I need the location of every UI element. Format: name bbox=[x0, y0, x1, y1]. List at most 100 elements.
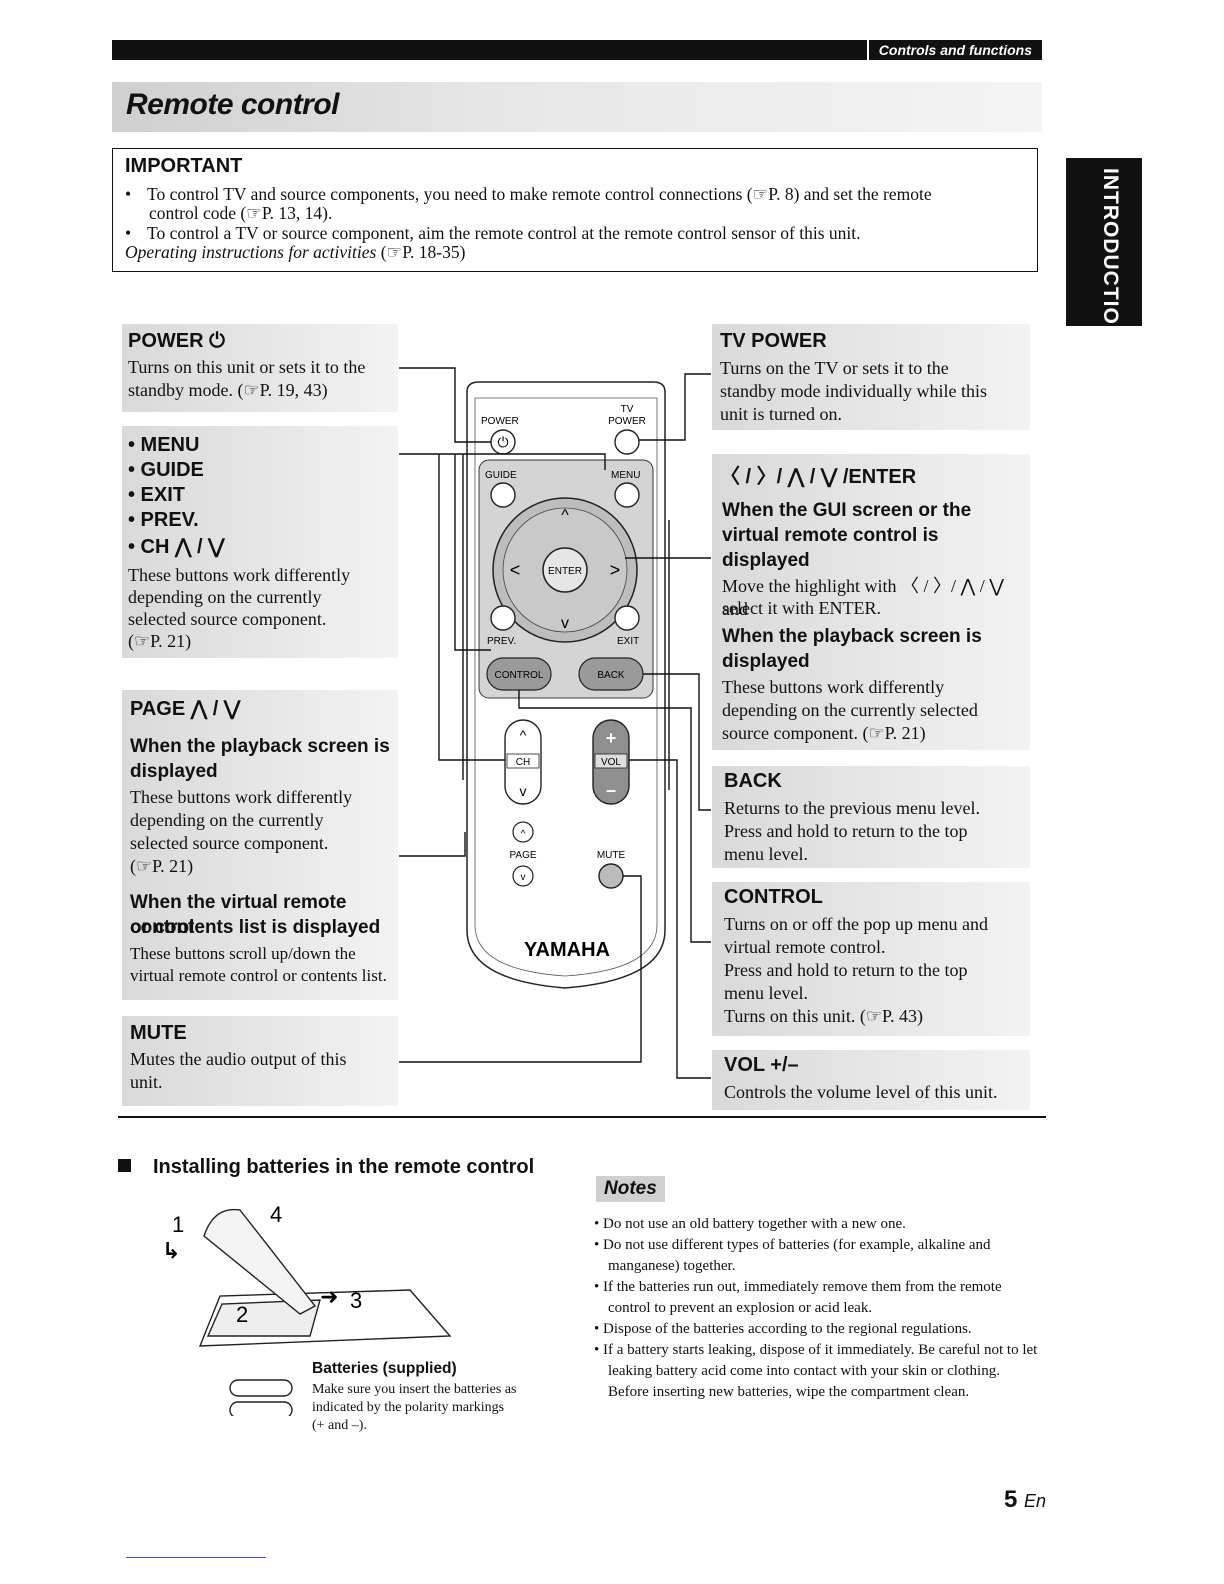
callout-text: virtual remote control or contents list. bbox=[130, 966, 387, 985]
batteries-desc: Make sure you insert the batteries as in… bbox=[312, 1381, 552, 1435]
callout-menu: • MENU • GUIDE • EXIT • PREV. • CH ⋀ / ⋁… bbox=[122, 426, 398, 658]
callout-text: source component. (☞P. 21) bbox=[722, 723, 926, 743]
important-item: •To control a TV or source component, ai… bbox=[125, 223, 861, 243]
callout-text: menu level. bbox=[724, 844, 808, 864]
callout-text: selected source component. bbox=[128, 609, 327, 629]
batteries-heading-text: Installing batteries in the remote contr… bbox=[153, 1156, 535, 1178]
callout-text: These buttons work differently bbox=[128, 565, 351, 585]
callout-text: select it with ENTER. bbox=[722, 598, 881, 618]
callout-item: • MENU bbox=[128, 434, 200, 456]
note-item: Do not use an old battery together with … bbox=[594, 1214, 1042, 1235]
vol-label: VOL bbox=[601, 757, 621, 768]
callout-text: depending on the currently selected bbox=[722, 700, 978, 720]
section-rule bbox=[118, 1116, 1046, 1118]
page-title: Remote control bbox=[126, 88, 340, 121]
arrow-right-icon: ➜ bbox=[320, 1285, 338, 1310]
title-band: Remote control bbox=[112, 82, 1042, 132]
notes-list: Do not use an old battery together with … bbox=[594, 1214, 1042, 1403]
tv-power-label: POWER bbox=[608, 416, 646, 427]
callout-enter: 〈 / 〉/ ⋀ / ⋁ /ENTER When the GUI screen … bbox=[712, 454, 1030, 750]
battery-install-illustration: 1 4 2 3 ➜ ↳ bbox=[162, 1202, 452, 1416]
callout-power: POWER ⏻ Turns on this unit or sets it to… bbox=[122, 324, 398, 412]
callout-head: VOL +/– bbox=[724, 1054, 799, 1076]
callout-page: PAGE ⋀ / ⋁ When the playback screen is d… bbox=[122, 690, 398, 1000]
page-number-suffix: En bbox=[1024, 1491, 1047, 1511]
callout-text: Controls the volume level of this unit. bbox=[724, 1082, 998, 1102]
exit-button bbox=[614, 605, 640, 631]
right-arrow-icon: > bbox=[610, 560, 621, 580]
callout-text: These buttons work differently bbox=[722, 677, 945, 697]
mute-button bbox=[598, 863, 624, 889]
menu-label: MENU bbox=[611, 470, 640, 481]
brand-logo: YAMAHA bbox=[524, 939, 610, 961]
footer-underline bbox=[126, 1557, 266, 1558]
callout-text: These buttons work differently bbox=[130, 787, 353, 807]
page-number-value: 5 bbox=[1004, 1486, 1018, 1513]
remote-illustration: ENTER ^ v < > POWER ⏻ TV POWER GUIDE MEN… bbox=[399, 367, 711, 1079]
callout-text: Turns on this unit. (☞P. 43) bbox=[724, 1006, 924, 1026]
callout-back: BACK Returns to the previous menu level.… bbox=[712, 766, 1030, 868]
power-icon: ⏻ bbox=[497, 435, 508, 451]
step-1: 1 bbox=[172, 1212, 184, 1237]
callout-sub: When the playback screen is bbox=[722, 626, 982, 647]
note-item: Dispose of the batteries according to th… bbox=[594, 1319, 1042, 1340]
callout-sub: virtual remote control is bbox=[722, 525, 939, 546]
side-tab-label: INTRODUCTION bbox=[1099, 168, 1122, 341]
step-4: 4 bbox=[270, 1202, 282, 1227]
guide-button bbox=[490, 482, 516, 508]
callout-head: POWER ⏻ bbox=[128, 330, 225, 352]
enter-label: ENTER bbox=[548, 566, 582, 577]
tv-label: TV bbox=[621, 404, 634, 415]
batteries-desc-line: Make sure you insert the batteries as bbox=[312, 1382, 517, 1397]
callout-head: MUTE bbox=[130, 1022, 187, 1044]
callout-text: Turns on the TV or sets it to the bbox=[720, 358, 949, 378]
callout-text: Turns on or off the pop up menu and bbox=[724, 914, 988, 934]
mute-label: MUTE bbox=[597, 850, 626, 861]
callout-sub: When the GUI screen or the bbox=[722, 500, 972, 521]
left-arrow-icon: < bbox=[510, 560, 521, 580]
callout-head: CONTROL bbox=[724, 886, 823, 908]
callout-text: depending on the currently bbox=[128, 587, 322, 607]
square-bullet-icon bbox=[118, 1159, 131, 1172]
power-label: POWER bbox=[481, 416, 519, 427]
up-arrow-icon: ^ bbox=[561, 507, 569, 524]
callout-text: Returns to the previous menu level. bbox=[724, 798, 980, 818]
ch-label: CH bbox=[516, 757, 530, 768]
battery-cover bbox=[203, 1208, 317, 1315]
header-bar: Controls and functions bbox=[112, 40, 1042, 60]
batteries-desc-line: indicated by the polarity markings bbox=[312, 1400, 505, 1415]
callout-text: Move the highlight with 〈 / 〉/ ⋀ / ⋁ and bbox=[722, 576, 1005, 619]
important-text: To control a TV or source component, aim… bbox=[147, 223, 861, 243]
guide-label: GUIDE bbox=[485, 470, 517, 481]
callout-mute: MUTE Mutes the audio output of this unit… bbox=[122, 1016, 398, 1106]
important-item: Operating instructions for activities (☞… bbox=[125, 243, 465, 262]
exit-label: EXIT bbox=[617, 636, 639, 647]
page-up-icon: ^ bbox=[521, 829, 526, 840]
callout-sub: displayed bbox=[722, 651, 810, 672]
step-2: 2 bbox=[236, 1302, 248, 1327]
callout-item: • PREV. bbox=[128, 509, 199, 531]
callout-sub: displayed bbox=[130, 761, 218, 782]
vol-minus-icon: – bbox=[606, 780, 616, 800]
section-tab: Controls and functions bbox=[866, 40, 1042, 60]
down-arrow-icon: v bbox=[561, 615, 569, 632]
callout-control: CONTROL Turns on or off the pop up menu … bbox=[712, 882, 1030, 1036]
callout-text: menu level. bbox=[724, 983, 808, 1003]
callout-text: Press and hold to return to the top bbox=[724, 821, 968, 841]
step-3: 3 bbox=[350, 1288, 362, 1313]
callout-item: • EXIT bbox=[128, 484, 186, 506]
callout-item: • GUIDE bbox=[128, 459, 204, 481]
callout-text: unit is turned on. bbox=[720, 404, 842, 424]
callout-sub: When the playback screen is bbox=[130, 736, 390, 757]
note-item: If a battery starts leaking, dispose of … bbox=[594, 1340, 1042, 1403]
callout-text: selected source component. bbox=[130, 833, 329, 853]
arrow-curve-icon: ↳ bbox=[162, 1239, 180, 1264]
callout-head: PAGE ⋀ / ⋁ bbox=[130, 698, 241, 720]
callout-head: 〈 / 〉/ ⋀ / ⋁ /ENTER bbox=[720, 466, 917, 488]
enter-button bbox=[542, 547, 588, 593]
important-box: IMPORTANT •To control TV and source comp… bbox=[112, 148, 1038, 272]
callout-text: These buttons scroll up/down the bbox=[130, 944, 356, 963]
note-item: Do not use different types of batteries … bbox=[594, 1235, 1042, 1277]
callout-text: unit. bbox=[130, 1072, 163, 1092]
ch-up-icon: ^ bbox=[520, 727, 527, 743]
